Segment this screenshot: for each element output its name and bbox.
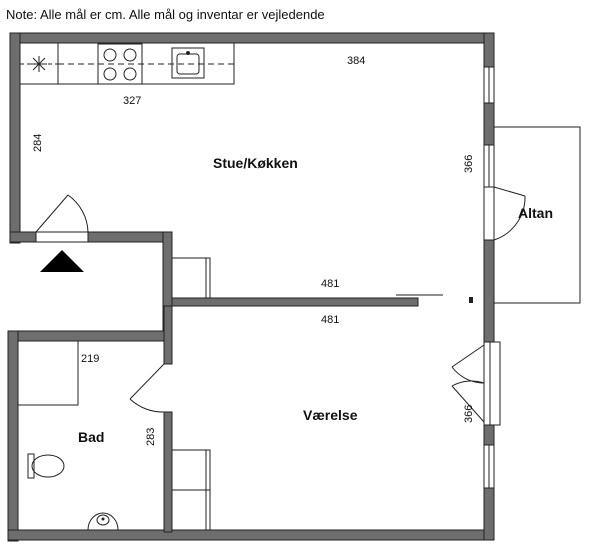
balcony-door-frame: [483, 186, 495, 241]
wall-bath-top: [7, 330, 173, 342]
walls: [7, 32, 495, 542]
entrance-door-leaf: [35, 194, 69, 233]
wall-right-3: [483, 239, 495, 343]
kitchen-counter: [19, 42, 235, 85]
windows: [483, 66, 501, 489]
wall-bath-left: [7, 330, 19, 542]
bath-door-leaf: [129, 363, 165, 400]
bath-cabinet: [17, 340, 79, 406]
wall-right-4: [483, 424, 495, 446]
dim-bath-height: 283: [145, 428, 157, 446]
wall-living-bottom-mid: [87, 231, 173, 243]
fan-icon: [31, 56, 47, 72]
entrance: [35, 194, 89, 272]
hall-wardrobe: [171, 257, 211, 299]
balcony: [483, 126, 581, 304]
dim-bedroom-top: 481: [321, 314, 339, 326]
dim-kitchen-top: 384: [347, 55, 365, 67]
room-label-bathroom: Bad: [78, 429, 104, 445]
wall-living-bottom-left: [9, 231, 37, 243]
wall-right-1: [483, 32, 495, 68]
plan-note: Note: Alle mål er cm. Alle mål og invent…: [6, 7, 325, 22]
wall-right-5: [483, 487, 495, 541]
dim-kitchen-counter: 327: [123, 95, 141, 107]
dim-bedroom-right: 366: [463, 405, 475, 423]
entrance-door-frame: [35, 231, 89, 243]
balcony-door-swing: [493, 195, 526, 241]
bath-door-swing: [129, 398, 165, 413]
dim-living-bottom: 481: [321, 278, 339, 290]
dim-living-left: 284: [32, 134, 44, 152]
wall-partition-upper: [163, 305, 173, 365]
sink-icon: [171, 47, 205, 79]
wall-stub: [469, 297, 473, 303]
stove-icon: [97, 43, 143, 85]
wall-right-2: [483, 102, 495, 146]
wall-left-upper: [9, 32, 21, 244]
dim-bath-width: 219: [81, 353, 99, 365]
bedroom-fixtures: [171, 344, 485, 531]
bathroom-fixtures: [17, 340, 165, 531]
room-label-bedroom: Værelse: [303, 407, 358, 423]
entrance-door-swing: [67, 194, 89, 233]
wall-partition-lower: [163, 411, 173, 533]
wall-top: [9, 32, 495, 44]
room-label-balcony: Altan: [518, 205, 553, 221]
entrance-arrow-icon: [40, 250, 84, 272]
dim-living-right: 366: [463, 155, 475, 173]
balcony-door-leaf: [493, 186, 526, 197]
window-3: [483, 341, 501, 426]
wall-living-bedroom: [171, 297, 419, 307]
wall-bottom: [7, 529, 495, 541]
washbasin-icon: [87, 512, 119, 531]
balcony-outline: [494, 126, 581, 304]
room-label-living-kitchen: Stue/Køkken: [213, 155, 298, 171]
toilet-icon: [27, 453, 65, 479]
